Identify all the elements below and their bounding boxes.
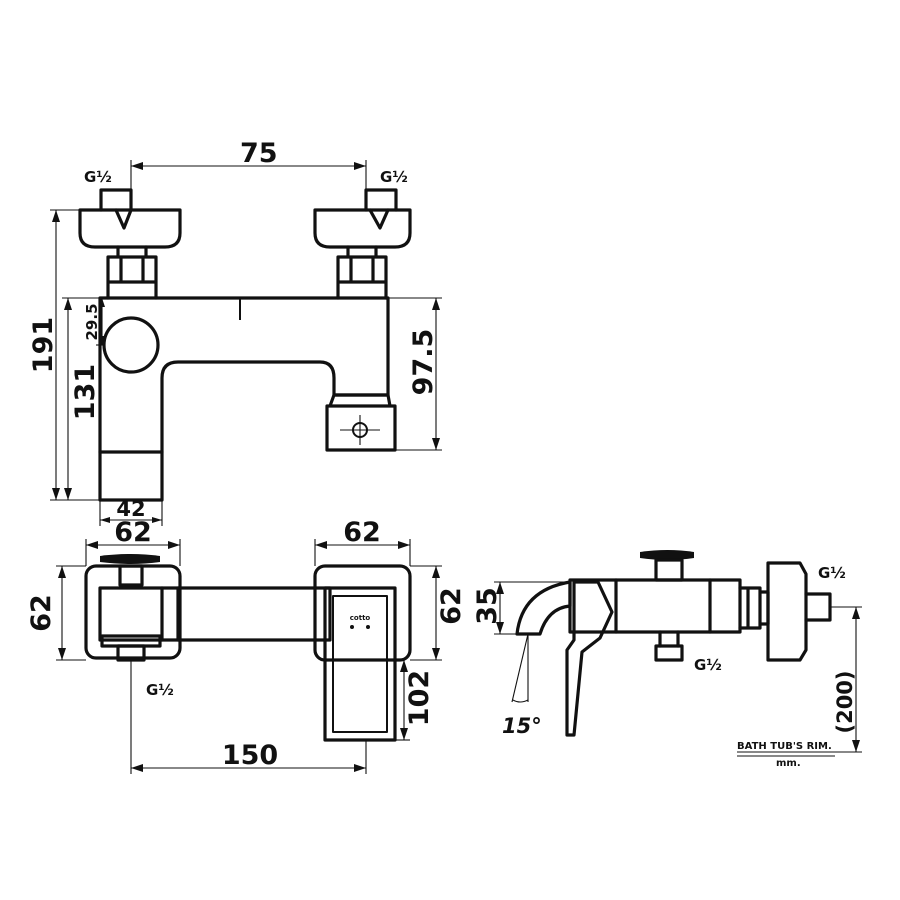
- thread-label-side-top: G½: [818, 564, 846, 582]
- angle-label: 15°: [502, 714, 542, 738]
- right-nut: [336, 245, 388, 300]
- left-handle-top: [100, 554, 160, 564]
- dim-centers-label: 75: [240, 138, 278, 169]
- dim-right-width-label: 62: [343, 517, 381, 548]
- dim-left-width-label: 62: [114, 517, 152, 548]
- thread-label-top-view: G½: [146, 681, 174, 699]
- dim-rim-height-label: (200): [833, 670, 857, 733]
- thread-label-side-bottom: G½: [694, 656, 722, 674]
- dim-left-depth-label: 62: [26, 594, 57, 632]
- side-lever: [565, 580, 614, 737]
- side-body: [568, 578, 742, 634]
- side-spout: [515, 580, 572, 636]
- side-handle-top: [640, 550, 694, 560]
- note-bath-rim: BATH TUB'S RIM.: [737, 741, 832, 752]
- side-connector: [738, 586, 770, 630]
- lever-inner: [332, 595, 388, 733]
- dim-side-spout-height-label: 35: [472, 587, 503, 625]
- note-units: mm.: [776, 758, 801, 769]
- side-bottom-inlet: [654, 644, 684, 662]
- thread-label-left: G½: [84, 168, 112, 186]
- side-outlet: [804, 592, 832, 622]
- side-cap: [766, 561, 808, 662]
- side-view: 35 15° G½ G½ (200) BATH TUB'S RIM. mm.: [472, 550, 862, 769]
- dim-handle-length-label: 102: [404, 670, 435, 726]
- diverter-knob: [102, 316, 160, 374]
- top-body: [98, 586, 332, 642]
- dim-right-depth-label: 62: [436, 587, 467, 625]
- thread-label-right: G½: [380, 168, 408, 186]
- dim-body-height-label: 131: [70, 364, 101, 420]
- dim-total-height-label: 191: [28, 317, 59, 373]
- lever-handle: [323, 586, 397, 742]
- brand-marking: cotto: [350, 614, 371, 622]
- dim-spout-height-label: 97.5: [408, 329, 439, 396]
- side-handle-stem: [654, 558, 684, 582]
- right-inlet-cap: [313, 208, 412, 249]
- dim-inlet-offset-label: 29.5: [83, 303, 101, 340]
- left-handle-stem: [118, 564, 144, 587]
- mixer-body: [98, 296, 390, 502]
- right-flange: [313, 564, 412, 662]
- dim-base-width-label: 42: [116, 497, 145, 521]
- top-view: cotto 62 62 62 62 10: [26, 517, 467, 774]
- dim-overall-length-label: 150: [222, 740, 278, 771]
- front-view: 75 G½ G½ 191 131 29.5 97.5: [28, 138, 442, 526]
- left-nut: [106, 245, 158, 300]
- left-inlet-cap: [78, 208, 182, 249]
